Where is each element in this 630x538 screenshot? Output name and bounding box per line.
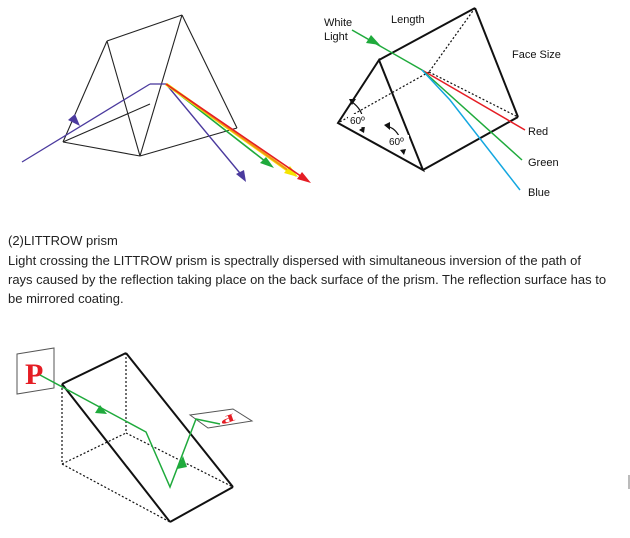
hidden-edge (125, 432, 234, 488)
prism-edge (106, 40, 141, 157)
path-arrowhead (177, 456, 187, 469)
hidden-edge (428, 7, 476, 73)
label-green: Green (528, 157, 559, 169)
prism-edge (474, 7, 519, 118)
label-face-size: Face Size (512, 49, 561, 61)
beam-arrowhead (68, 114, 80, 126)
prism-edge (62, 40, 108, 143)
section-description: Light crossing the LITTROW prism is spec… (8, 253, 607, 306)
angle-label-bg (348, 114, 370, 127)
red-beam (421, 69, 526, 131)
section-heading: (2)LITTROW prism (8, 233, 118, 248)
violet-beam (165, 83, 245, 179)
prism-edge (169, 486, 234, 523)
prism-edge (61, 383, 171, 523)
prism-edge (181, 14, 238, 129)
label-red: Red (528, 126, 548, 138)
green-arrowhead (260, 157, 274, 168)
prism-edge (62, 141, 141, 157)
angle-label-bg (387, 135, 409, 148)
front-face (336, 57, 425, 173)
violet-arrowhead (236, 170, 246, 182)
white-light-beam (351, 29, 423, 71)
label-white: White (324, 17, 352, 29)
prism-edge (139, 14, 183, 157)
red-arrowhead (297, 172, 311, 183)
angle-arrow (349, 99, 356, 105)
white-light-arrowhead (366, 35, 380, 45)
output-image-card (188, 408, 254, 429)
scroll-edge (628, 475, 630, 489)
hidden-edge (61, 463, 171, 523)
hidden-edge (428, 71, 519, 118)
prism-edge (61, 352, 127, 385)
angle-arrow (400, 149, 406, 155)
red-beam (165, 83, 309, 182)
yellow-arrowhead (284, 166, 298, 177)
prism-edge (125, 352, 234, 488)
output-letter: P (219, 410, 237, 426)
prism-edge (106, 14, 183, 42)
hidden-edge (61, 432, 127, 465)
angle-arrow (359, 126, 365, 133)
prism-edge (139, 127, 238, 157)
input-letter: P (25, 358, 43, 391)
blue-beam (421, 69, 521, 191)
prism-edge (422, 116, 519, 171)
label-light: Light (324, 31, 348, 43)
prism-edge (378, 7, 476, 61)
input-image-card (16, 347, 55, 395)
prism-edge (62, 103, 151, 143)
light-path (39, 374, 221, 489)
hidden-edge (337, 71, 430, 124)
angle-arrow (384, 122, 390, 130)
path-arrowhead (95, 405, 107, 414)
angle-label-a: 60º (350, 116, 365, 127)
label-length: Length (391, 14, 425, 26)
angle-label-b: 60º (389, 137, 404, 148)
label-blue: Blue (528, 187, 550, 199)
incoming-beam (21, 83, 151, 163)
green-beam (421, 69, 523, 161)
